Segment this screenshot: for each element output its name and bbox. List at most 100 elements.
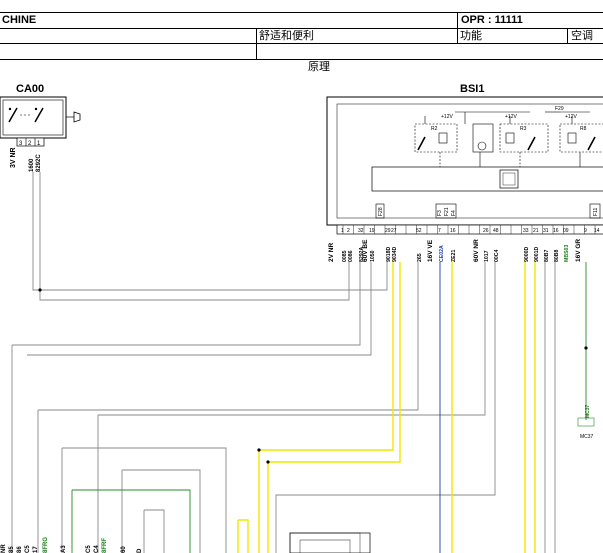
bottom-wire-label: C5 (86, 545, 92, 553)
bsi-pin-number: 2 (347, 228, 350, 234)
bsi-wire-label: MBS03 (564, 245, 570, 262)
bsi-pin-number: 26 (483, 228, 489, 234)
bsi-wire-label: ZE21 (451, 249, 457, 262)
bsi-connector-name: 60V BE (362, 239, 369, 262)
bottom-wire-label: 17 (33, 546, 39, 553)
bottom-connector-box (289, 532, 371, 553)
bsi-pin-number: 19 (369, 228, 375, 234)
bottom-wire-label: C4 (94, 545, 100, 553)
bottom-wire-label: A3 (61, 545, 67, 553)
relay-r3-label: R3 (520, 126, 527, 132)
bsi1-title: BSI1 (460, 83, 484, 95)
bsi-pin-number: 52 (416, 228, 422, 234)
ca00-title: CA00 (16, 83, 44, 95)
bottom-wire-label: 8FRF (102, 538, 108, 553)
comfort-label: 舒适和便利 (259, 30, 314, 42)
bsi-connector-name: 2V NR (328, 243, 335, 262)
bsi-wire-label: 9000D (524, 246, 530, 262)
bsi-pin-number: 1 (341, 228, 344, 234)
bsi-pin-number: 29 (385, 228, 391, 234)
bsi-wire-label: 1017 (484, 250, 490, 262)
ca00-connector (16, 137, 45, 147)
bsi-pin-number: 16 (553, 228, 559, 234)
bsi-wire-label: 9034D (392, 246, 398, 262)
ca00-pin-1: 1 (37, 141, 41, 147)
ground-symbol (577, 417, 595, 427)
bsi-wire-label: 0086 (348, 250, 354, 262)
bsi-wire-label: 9001D (534, 246, 540, 262)
bsi-wire-label: 00C4 (494, 249, 500, 262)
ca00-wire-1: 1600 (29, 158, 35, 172)
title-block: CHINE OPR : 11111 舒适和便利 功能 空调 原理 (0, 0, 603, 73)
bsi-pin-number: 16 (450, 228, 456, 234)
bsi-pin-number: 48 (493, 228, 499, 234)
bsi-wire-label: 265 (417, 253, 423, 262)
fuse-f29: F29 (555, 106, 564, 112)
relay-r2-label: R2 (431, 126, 438, 132)
bsi-pin-number: 27 (391, 228, 397, 234)
bsi-connector-name: 16V GR (575, 239, 582, 262)
ac-label: 空调 (571, 30, 593, 42)
supply-3: +12V (565, 114, 577, 120)
bsi1-chip-icon (499, 169, 519, 189)
bsi-wire-label: 80B7 (544, 249, 550, 262)
bottom-wire-label: D (137, 548, 143, 553)
bsi-connector-name: 16V VE (427, 239, 434, 262)
gray-wires (11, 172, 556, 553)
bsi1-relays (414, 111, 603, 167)
ca00-switch-2 (34, 107, 44, 123)
junction-dots (38, 288, 588, 464)
fuse-f28: F28 (378, 207, 384, 216)
ca00-sensor-icon (73, 111, 81, 123)
bsi-pin-number: 31 (543, 228, 549, 234)
ca00-conn-label: 3V NR (10, 147, 17, 168)
bsi-wire-label: CE02A (439, 245, 445, 262)
ground-label: MC37 (580, 434, 594, 440)
ca00-inner (2, 99, 64, 136)
ca00-pin-2: 2 (28, 141, 32, 147)
bsi1-bus (371, 166, 603, 192)
bottom-wire-label: 85 (9, 546, 15, 553)
fuse-f11: F11 (593, 208, 599, 216)
fuse-f3: F3 (437, 210, 443, 216)
bsi-pin-number: 32 (358, 228, 364, 234)
function-label: 功能 (460, 30, 482, 42)
bottom-wire-label: 86 (17, 546, 23, 553)
relay-r8-label: R8 (580, 126, 587, 132)
fuse-f21: F21 (444, 207, 450, 216)
supply-1: +12V (441, 114, 453, 120)
bsi-connector-name: 60V NR (473, 239, 480, 262)
supply-2: +12V (505, 114, 517, 120)
vehicle-label: CHINE (2, 14, 37, 26)
bsi-pin-number: 14 (594, 228, 600, 234)
bsi-pin-number: 33 (523, 228, 529, 234)
bsi-pin-number: 9 (584, 228, 587, 234)
ground-wire-label: MC37 (585, 404, 591, 418)
bsi-wire-label: 0085 (342, 250, 348, 262)
bsi1-pin-strip (336, 224, 603, 235)
yellow-wires (237, 262, 536, 553)
bottom-wire-label: NR (1, 544, 7, 553)
fuse-f4: F4 (451, 210, 457, 216)
ca00-pin-3: 3 (19, 141, 23, 147)
bsi-wire-label: 9018D (386, 246, 392, 262)
ca00-box (0, 96, 67, 139)
bsi1-fuses (375, 203, 601, 219)
bsi-pin-number: 7 (438, 228, 441, 234)
principle-label: 原理 (308, 61, 330, 73)
bsi-wire-label: 1050 (370, 250, 376, 262)
bottom-wire-label: 8FRG (43, 537, 49, 553)
bottom-wire-label: C5 (25, 545, 31, 553)
ca00-switch-1 (8, 107, 18, 123)
bsi-wire-label: 8292A (359, 246, 365, 262)
green-wires (71, 262, 587, 553)
opr-label: OPR : 11111 (461, 14, 523, 26)
bsi-pin-number: 21 (533, 228, 539, 234)
ca00-wire-2: 8292C (36, 154, 42, 172)
bsi1-pin-dividers (342, 225, 596, 234)
bsi-pin-number: 09 (563, 228, 569, 234)
bsi-wire-label: 80B8 (554, 249, 560, 262)
